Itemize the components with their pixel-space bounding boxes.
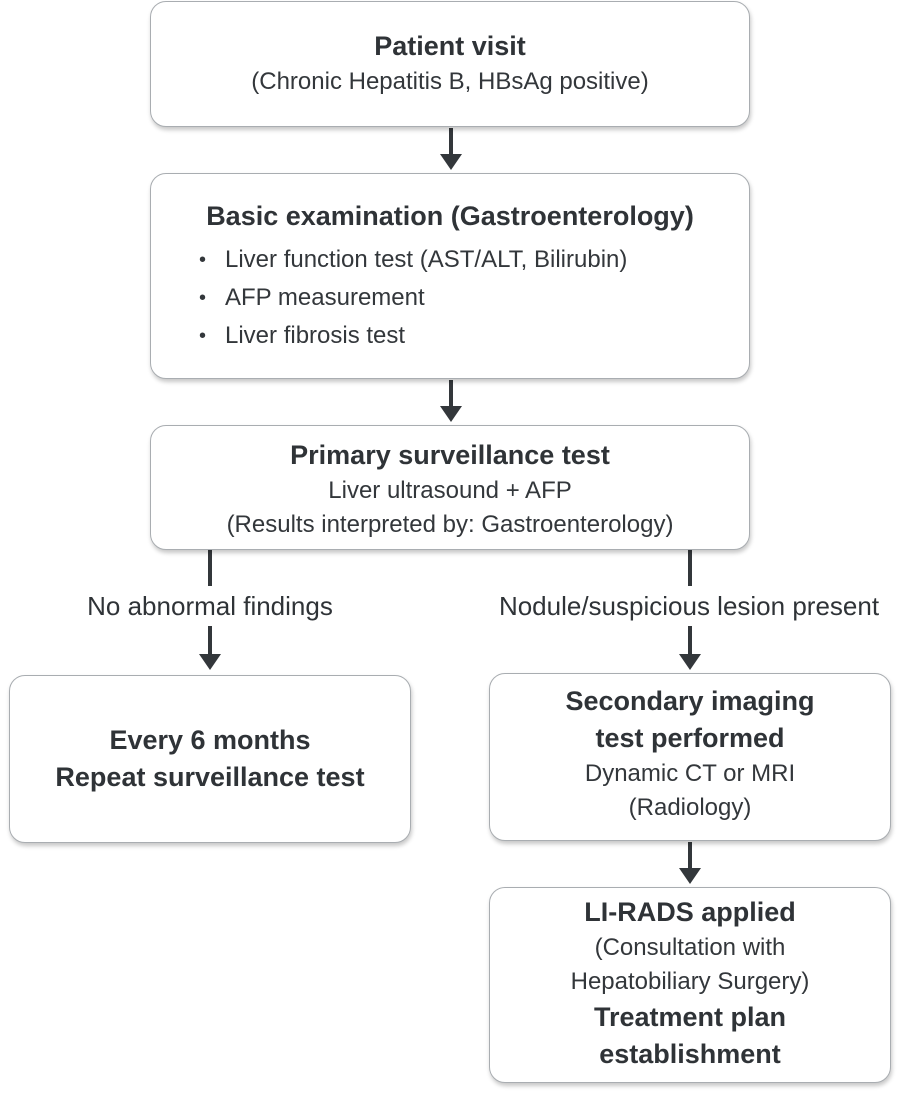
primary-test-box: Primary surveillance test Liver ultrasou… xyxy=(150,425,750,550)
basic-exam-item: •Liver function test (AST/ALT, Bilirubin… xyxy=(199,241,749,279)
lirads-bold-line1: Treatment plan xyxy=(593,1002,787,1032)
basic-exam-item: •AFP measurement xyxy=(199,279,749,317)
secondary-title-line2: test performed xyxy=(595,723,785,753)
arrowhead-basic-to-primary xyxy=(440,406,462,422)
patient-visit-title: Patient visit xyxy=(374,31,526,61)
secondary-title-line1: Secondary imaging xyxy=(565,686,815,716)
secondary-line2: (Radiology) xyxy=(628,794,752,821)
patient-visit-box: Patient visit (Chronic Hepatitis B, HBsA… xyxy=(150,1,750,127)
lirads-title: LI-RADS applied xyxy=(584,897,796,927)
basic-exam-list: •Liver function test (AST/ALT, Bilirubin… xyxy=(151,241,749,355)
secondary-line1: Dynamic CT or MRI xyxy=(584,760,796,787)
arrowhead-secondary-to-lirads xyxy=(679,868,701,884)
branch-label-no-findings: No abnormal findings xyxy=(87,591,333,621)
repeat-line1: Every 6 months xyxy=(109,725,311,755)
patient-visit-subtitle: (Chronic Hepatitis B, HBsAg positive) xyxy=(251,68,649,95)
secondary-imaging-box: Secondary imaging test performed Dynamic… xyxy=(489,673,891,841)
repeat-surveillance-box: Every 6 months Repeat surveillance test xyxy=(9,675,411,843)
bullet-icon: • xyxy=(199,325,207,347)
basic-exam-box: Basic examination (Gastroenterology) •Li… xyxy=(150,173,750,379)
bullet-icon: • xyxy=(199,287,207,309)
lirads-bold-line2: establishment xyxy=(599,1039,781,1069)
lirads-line2: Hepatobiliary Surgery) xyxy=(570,968,810,995)
basic-exam-item: •Liver fibrosis test xyxy=(199,317,749,355)
lirads-line1: (Consultation with xyxy=(594,934,786,961)
branch-label-nodule: Nodule/suspicious lesion present xyxy=(498,591,880,621)
bullet-icon: • xyxy=(199,249,207,271)
basic-exam-title: Basic examination (Gastroenterology) xyxy=(206,201,694,231)
primary-test-line1: Liver ultrasound + AFP xyxy=(328,477,572,504)
lirads-box: LI-RADS applied (Consultation with Hepat… xyxy=(489,887,891,1083)
repeat-line2: Repeat surveillance test xyxy=(55,762,365,792)
arrowhead-visit-to-basic xyxy=(440,154,462,170)
primary-test-title: Primary surveillance test xyxy=(290,440,610,470)
arrowhead-left xyxy=(199,654,221,670)
arrowhead-right xyxy=(679,654,701,670)
primary-test-line2: (Results interpreted by: Gastroenterolog… xyxy=(226,511,674,538)
